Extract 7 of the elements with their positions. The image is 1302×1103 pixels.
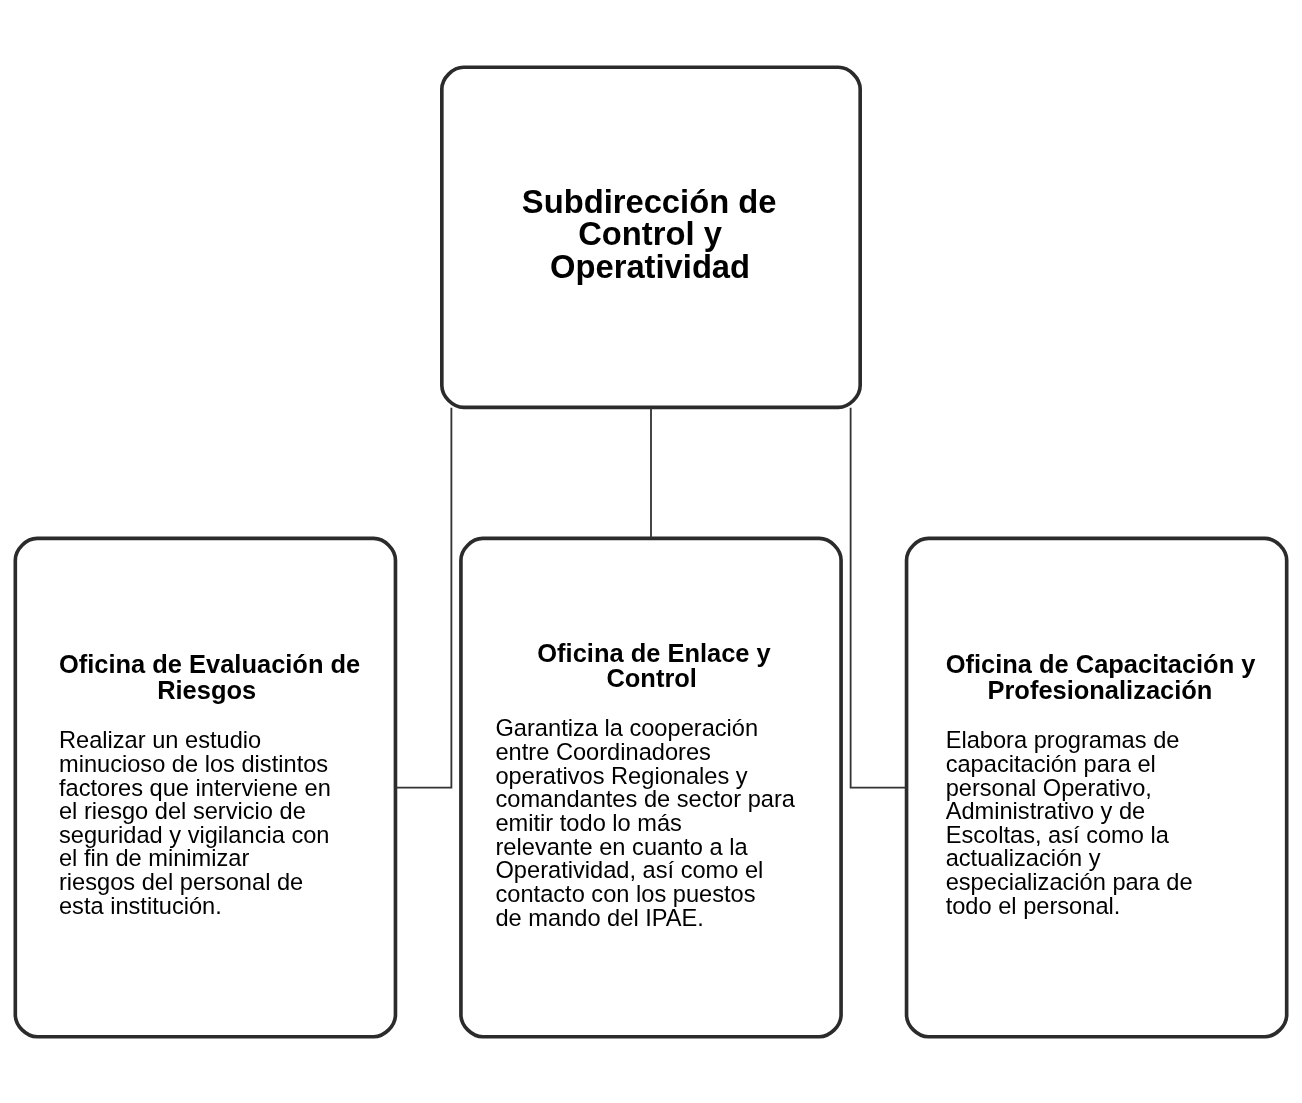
node-box: Subdirección de Control y Operatividad bbox=[440, 64, 862, 409]
node-box: Oficina de Capacitación y Profesionalización Elabora programas de capacitación para el personal Operativo, Administrativo y de Escoltas, así como la actualización y especialización para de todo el personal. bbox=[904, 536, 1289, 1039]
connector bbox=[849, 406, 908, 788]
node-box: Oficina de Evaluación de Riesgos Realizar un estudio minucioso de los distintos factores que interviene en el riesgo del servicio de seguridad y vigilancia con el fin de minimizar riesgos del personal de esta institución. bbox=[13, 536, 398, 1039]
connector bbox=[394, 406, 453, 788]
node-box: Oficina de Enlace y Control Garantiza la cooperación entre Coordinadores operativos Regionales y comandantes de sector para emitir todo lo más relevante en cuanto a la Operatividad, así como el contacto con los puestos de mando del IPAE. bbox=[459, 536, 843, 1039]
connector bbox=[650, 406, 652, 539]
